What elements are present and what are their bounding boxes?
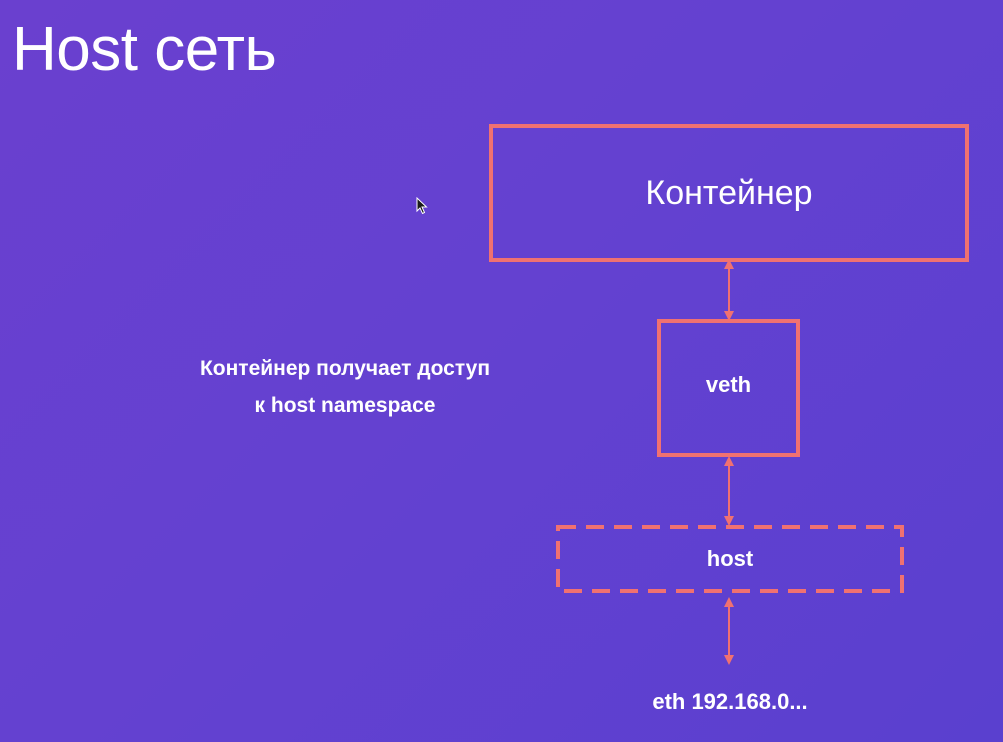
- description-line-1: Контейнер получает доступ: [199, 357, 491, 380]
- host-box: [556, 525, 904, 593]
- veth-box: [657, 319, 800, 457]
- veth-label: veth: [705, 372, 752, 397]
- eth-label: eth 192.168.0...: [652, 689, 808, 714]
- slide-title: Host сеть: [12, 15, 277, 84]
- description-line-2: к host namespace: [254, 394, 436, 417]
- host-label: host: [706, 546, 754, 571]
- description-text: Контейнер получает доступ к host namespa…: [150, 350, 540, 424]
- mouse-cursor-icon: [416, 197, 428, 215]
- container-label: Контейнер: [645, 174, 813, 212]
